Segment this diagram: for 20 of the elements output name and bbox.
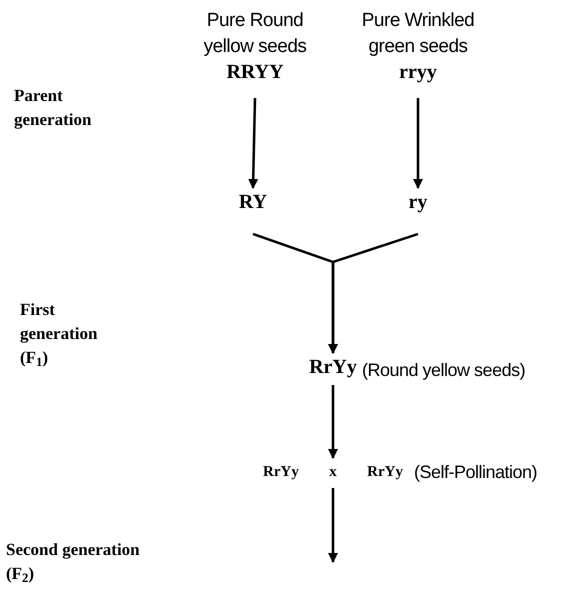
arrow: [328, 488, 338, 563]
note-text: (Self-Pollination): [414, 461, 538, 484]
cross-sign: x: [329, 462, 337, 482]
generation-label: Second generation (F$_{2}$): [6, 539, 141, 586]
phenotype-text: Pure Wrinkled green seeds: [360, 9, 476, 59]
genotype-text: RrYy: [367, 462, 403, 482]
generation-label: Parent generation: [14, 85, 92, 131]
genotype-text: RY: [238, 190, 268, 214]
genotype-text: ry: [408, 190, 428, 214]
arrow: [413, 98, 423, 189]
generation-label: First generation (F$_{1}$): [20, 299, 98, 370]
genotype-text: RrYy: [263, 462, 299, 482]
arrow: [328, 232, 418, 354]
arrow: [248, 98, 258, 189]
genotype-text: rryy: [399, 60, 437, 84]
genotype-text: RrYy: [309, 355, 357, 379]
genotype-text: RRYY: [226, 60, 284, 84]
phenotype-text: Pure Round yellow seeds: [202, 9, 308, 59]
arrow: [328, 385, 338, 459]
note-text: (Round yellow seeds): [362, 359, 526, 382]
